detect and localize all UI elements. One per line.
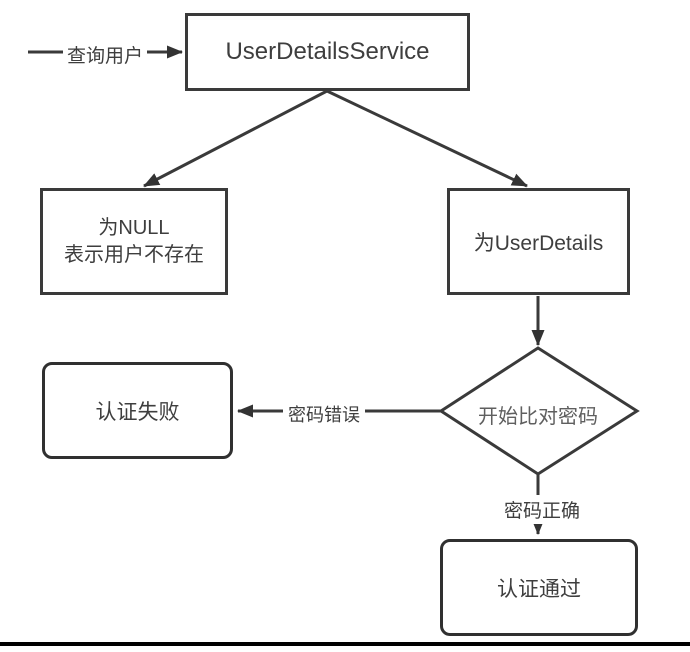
node-user-details-service: UserDetailsService: [185, 13, 470, 91]
node-auth-pass-label: 认证通过: [497, 577, 581, 601]
node-user-details: 为UserDetails: [447, 188, 630, 295]
node-user-details-label: 为UserDetails: [473, 231, 604, 255]
node-null-label-line1: 为NULL: [98, 216, 170, 239]
decision-compare-password-label: 开始比对密码: [478, 406, 598, 428]
edge-label-correct-password: 密码正确: [495, 495, 589, 524]
node-auth-fail: 认证失败: [42, 362, 233, 459]
arrow-service-to-null: [143, 89, 328, 188]
node-null-label-line2: 表示用户不存在: [64, 243, 204, 266]
arrow-service-to-userdetails: [326, 89, 528, 188]
node-user-details-service-label: UserDetailsService: [225, 38, 430, 65]
bottom-divider-rule: [0, 642, 690, 646]
node-auth-pass: 认证通过: [440, 539, 638, 636]
node-auth-fail-label: 认证失败: [95, 400, 180, 424]
edge-label-query-user: 查询用户: [66, 46, 143, 67]
edge-label-wrong-password: 密码错误: [283, 399, 365, 429]
node-null-user-not-exist: 为NULL 表示用户不存在: [40, 188, 228, 295]
